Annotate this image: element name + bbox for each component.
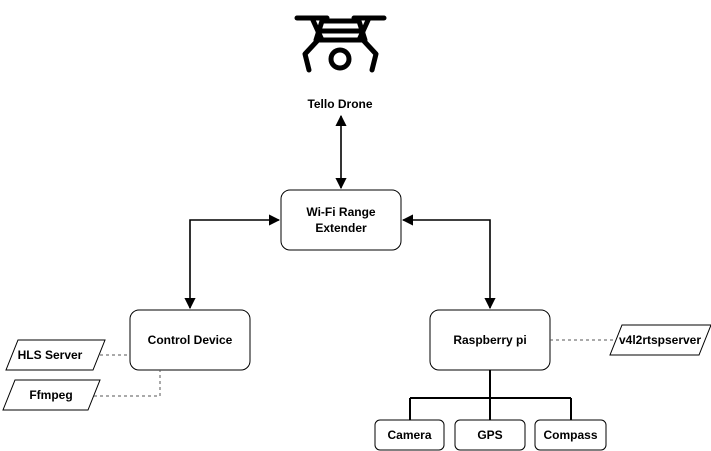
drone-icon <box>294 15 387 73</box>
extender-label-line2: Extender <box>315 221 367 235</box>
extender-control-link <box>184 214 281 310</box>
extender-node[interactable]: Wi-Fi Range Extender <box>280 189 402 251</box>
v4l2rtspserver-label: v4l2rtspserver <box>619 333 701 347</box>
peripheral-bus <box>409 370 572 420</box>
raspberry-pi-node[interactable]: Raspberry pi <box>429 309 551 371</box>
compass-node[interactable]: Compass <box>534 419 607 451</box>
control-device-node[interactable]: Control Device <box>129 309 251 371</box>
hls-server-node[interactable]: HLS Server <box>5 339 106 371</box>
raspberry-pi-label: Raspberry pi <box>453 333 526 347</box>
control-device-label: Control Device <box>148 333 233 347</box>
extender-label-line1: Wi-Fi Range <box>306 205 376 219</box>
ffmpeg-node[interactable]: Ffmpeg <box>2 379 101 411</box>
gps-label: GPS <box>477 428 502 442</box>
compass-label: Compass <box>543 428 597 442</box>
v4l2rtspserver-node[interactable]: v4l2rtspserver <box>609 324 711 356</box>
extender-raspberry-link <box>401 214 496 310</box>
camera-label: Camera <box>387 428 431 442</box>
camera-node[interactable]: Camera <box>374 419 445 451</box>
gps-node[interactable]: GPS <box>454 419 526 451</box>
ffmpeg-label: Ffmpeg <box>29 388 72 402</box>
hls-server-label: HLS Server <box>18 348 83 362</box>
drone-label: Tello Drone <box>307 97 372 111</box>
ffmpeg-control-dashed-link <box>94 370 161 397</box>
